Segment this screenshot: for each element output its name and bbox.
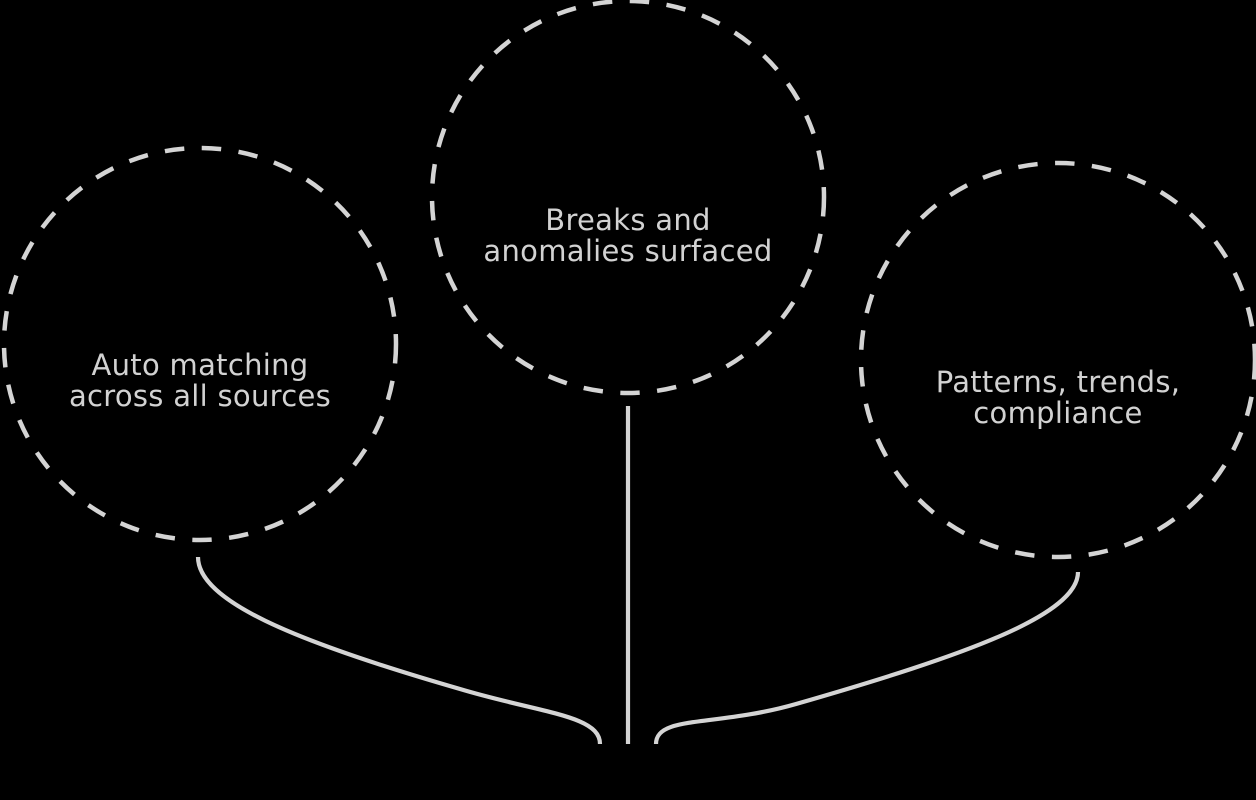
patterns-compliance-label-line2: compliance [973,396,1142,430]
auto-matching-label-line2: across all sources [69,379,331,413]
auto-matching-label-line1: Auto matching [91,348,308,382]
auto-matching-dashed-circle [1,145,399,543]
breaks-anomalies-label-line2: anomalies surfaced [483,234,772,268]
patterns-compliance-connector-curve [653,571,1081,745]
breaks-anomalies-dashed-circle [429,0,827,396]
auto-matching-connector-curve [195,556,603,745]
patterns-compliance-label-line1: Patterns, trends, [936,365,1181,399]
node-breaks-anomalies: Breaks and anomalies surfaced [429,0,827,744]
patterns-compliance-dashed-circle [858,160,1256,560]
node-auto-matching: Auto matching across all sources [1,145,603,745]
breaks-anomalies-label-line1: Breaks and [545,203,710,237]
node-patterns-compliance: Patterns, trends, compliance [653,160,1256,745]
